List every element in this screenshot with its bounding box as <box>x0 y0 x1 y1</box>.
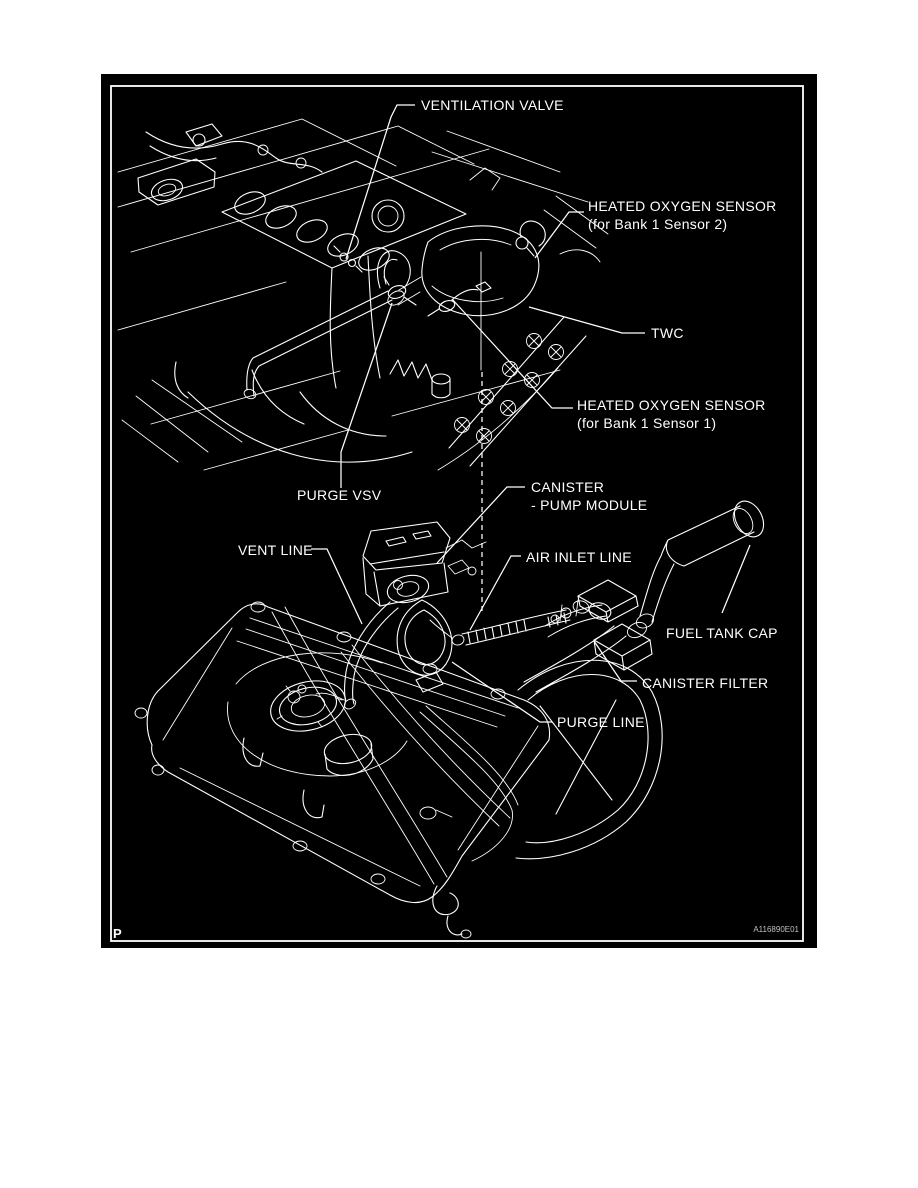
engine-frame-rails <box>117 118 589 471</box>
canister-pump-module-illustration <box>343 521 487 710</box>
exhaust-flange-strip <box>431 316 587 467</box>
leader-vent-line <box>311 548 363 625</box>
throttle-body-inner <box>377 205 399 227</box>
flange-stud <box>431 373 451 385</box>
label-oxygen-sensor-1-line2: (for Bank 1 Sensor 1) <box>577 415 716 431</box>
valve-cover <box>221 160 467 269</box>
oil-filler-cap-inner <box>157 183 177 197</box>
tank-recess-arcs <box>227 652 408 777</box>
fuel-tank-cap-outer <box>733 500 765 538</box>
label-vent-line: VENT LINE <box>238 542 313 558</box>
fuel-pump-details <box>276 684 345 728</box>
throttle-body-outer <box>371 199 405 233</box>
engine-illustration <box>117 118 609 471</box>
leader-canister-filter <box>593 640 637 682</box>
filler-clamp-1 <box>635 613 655 629</box>
engine-block-curves <box>174 255 433 463</box>
fuel-tank-illustration <box>134 601 663 939</box>
tank-outline <box>146 603 551 903</box>
oxygen-sensor-1-body <box>438 300 456 312</box>
air-inlet-connector <box>451 634 465 646</box>
label-purge-line: PURGE LINE <box>557 714 645 730</box>
flange-bolt-crosses <box>456 335 562 442</box>
filler-hose-joint-1 <box>588 602 612 620</box>
tank-drain-hook <box>432 885 463 936</box>
leak-pump-inner <box>396 581 420 597</box>
figure-border <box>110 85 804 942</box>
label-twc: TWC <box>651 325 684 341</box>
oxygen-sensor-1-part <box>427 281 492 317</box>
tank-grommet-stem <box>435 809 453 818</box>
oxygen-sensor-2-part <box>515 220 546 257</box>
air-inlet-link <box>429 619 453 639</box>
oil-filler-cap <box>150 178 184 202</box>
label-ventilation-valve: VENTILATION VALVE <box>421 97 564 113</box>
filler-pipe <box>639 505 755 623</box>
filter-mount-bracket <box>577 579 639 623</box>
tank-mount-tabs <box>134 601 506 885</box>
leader-fuel-tank-cap <box>721 544 751 614</box>
figure-background <box>101 74 817 948</box>
fuel-filter-cylinder-sides <box>324 743 374 776</box>
label-oxygen-sensor-2-line1: HEATED OXYGEN SENSOR <box>588 198 777 214</box>
purge-hose-end <box>243 388 257 400</box>
label-oxygen-sensor-2-line2: (for Bank 1 Sensor 2) <box>588 216 727 232</box>
page-marker: P <box>113 926 122 941</box>
label-canister-line1: CANISTER <box>531 479 604 495</box>
twc-detail <box>397 238 512 306</box>
leader-ventilation-valve <box>345 104 415 260</box>
tank-grommet <box>419 806 437 820</box>
figure-code: A116890E01 <box>753 925 799 934</box>
flange-bolt-circles <box>454 333 564 444</box>
leader-oxygen-sensor-1 <box>451 298 573 409</box>
filler-hose-joint-2 <box>572 600 590 614</box>
hose-clamp-2 <box>295 157 307 169</box>
intake-port-1 <box>234 191 266 215</box>
vent-line-hose <box>343 601 399 705</box>
intake-port-2 <box>265 205 297 229</box>
label-air-inlet-line: AIR INLET LINE <box>526 549 632 565</box>
tank-inner-lines <box>162 617 539 887</box>
label-fuel-tank-cap: FUEL TANK CAP <box>666 625 778 641</box>
label-purge-vsv: PURGE VSV <box>297 487 382 503</box>
engine-mount-bolt <box>192 133 206 147</box>
hose-clamp-1 <box>257 144 269 156</box>
filler-clamp-2 <box>627 621 647 639</box>
fuel-pump-ring-mid <box>278 686 338 726</box>
label-canister-line2: - PUMP MODULE <box>531 497 647 513</box>
cowl-lines <box>469 167 609 263</box>
fuel-tank-cap-inner <box>732 507 754 535</box>
filler-pipe-illustration <box>429 500 765 671</box>
ventilation-valve-part <box>333 245 363 273</box>
intake-port-3 <box>296 219 328 243</box>
leader-purge-line <box>451 661 552 723</box>
air-inlet-tube <box>461 609 571 646</box>
exhaust-flex-joint <box>387 290 405 306</box>
twc-body <box>421 225 540 317</box>
canister-filter-box <box>593 623 653 671</box>
label-canister-filter: CANISTER FILTER <box>642 675 768 691</box>
leak-pump-outer <box>386 574 430 604</box>
fuel-pump-ring-inner <box>290 694 326 718</box>
tank-ridges-straps <box>236 606 511 885</box>
labels: VENTILATION VALVE HEATED OXYGEN SENSOR (… <box>113 97 800 941</box>
canister-bracket-plate <box>362 521 451 607</box>
leader-air-inlet-line <box>469 555 521 631</box>
leader-canister-pump-module <box>436 486 525 564</box>
leak-pump-port <box>393 580 403 590</box>
purge-vsv-body <box>387 285 407 299</box>
vent-line-fitting <box>343 698 357 710</box>
leader-purge-vsv <box>340 302 393 488</box>
tank-band-frame <box>515 625 663 860</box>
tank-hook-end <box>460 929 472 939</box>
tank-fuel-lines <box>419 705 519 862</box>
leader-oxygen-sensor-2 <box>534 211 584 259</box>
filler-fitting-cluster <box>544 599 607 638</box>
purge-vsv-hose-loop <box>376 250 417 306</box>
label-oxygen-sensor-1-line1: HEATED OXYGEN SENSOR <box>577 397 766 413</box>
leader-twc <box>528 306 645 334</box>
leader-lines <box>311 104 751 723</box>
